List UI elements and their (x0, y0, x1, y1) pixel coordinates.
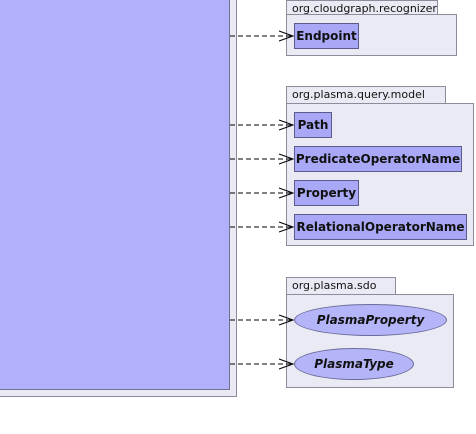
class-relational-operator-name[interactable]: RelationalOperatorName (294, 214, 467, 240)
class-predicate-operator-name[interactable]: PredicateOperatorName (294, 146, 462, 172)
class-property-label: Property (296, 186, 357, 200)
dependency-arrow-plasma-property (230, 314, 295, 326)
main-class-box[interactable] (0, 0, 230, 390)
package-tab-sdo: org.plasma.sdo (286, 277, 396, 295)
package-name-sdo: org.plasma.sdo (292, 279, 377, 292)
package-name-recognizer: org.cloudgraph.recognizer (292, 2, 437, 15)
dependency-arrow-property (230, 187, 295, 199)
dependency-arrow-predicate-operator-name (230, 153, 295, 165)
interface-plasma-property-label: PlasmaProperty (316, 313, 425, 327)
package-name-query-model: org.plasma.query.model (292, 88, 425, 101)
class-property[interactable]: Property (294, 180, 359, 206)
dependency-arrow-relational-operator-name (230, 221, 295, 233)
interface-plasma-type[interactable]: PlasmaType (294, 348, 414, 380)
interface-plasma-property[interactable]: PlasmaProperty (294, 304, 447, 336)
interface-plasma-type-label: PlasmaType (314, 357, 394, 371)
class-endpoint[interactable]: Endpoint (294, 23, 359, 49)
class-predicate-operator-name-label: PredicateOperatorName (295, 152, 461, 166)
class-endpoint-label: Endpoint (296, 29, 357, 43)
class-relational-operator-name-label: RelationalOperatorName (296, 220, 465, 234)
dependency-arrow-path (230, 119, 295, 131)
package-tab-query-model: org.plasma.query.model (286, 86, 446, 104)
package-tab-recognizer: org.cloudgraph.recognizer (286, 0, 438, 15)
dependency-arrow-endpoint (230, 30, 295, 42)
class-path-label: Path (297, 118, 329, 132)
dependency-arrow-plasma-type (230, 358, 295, 370)
class-path[interactable]: Path (294, 112, 332, 138)
